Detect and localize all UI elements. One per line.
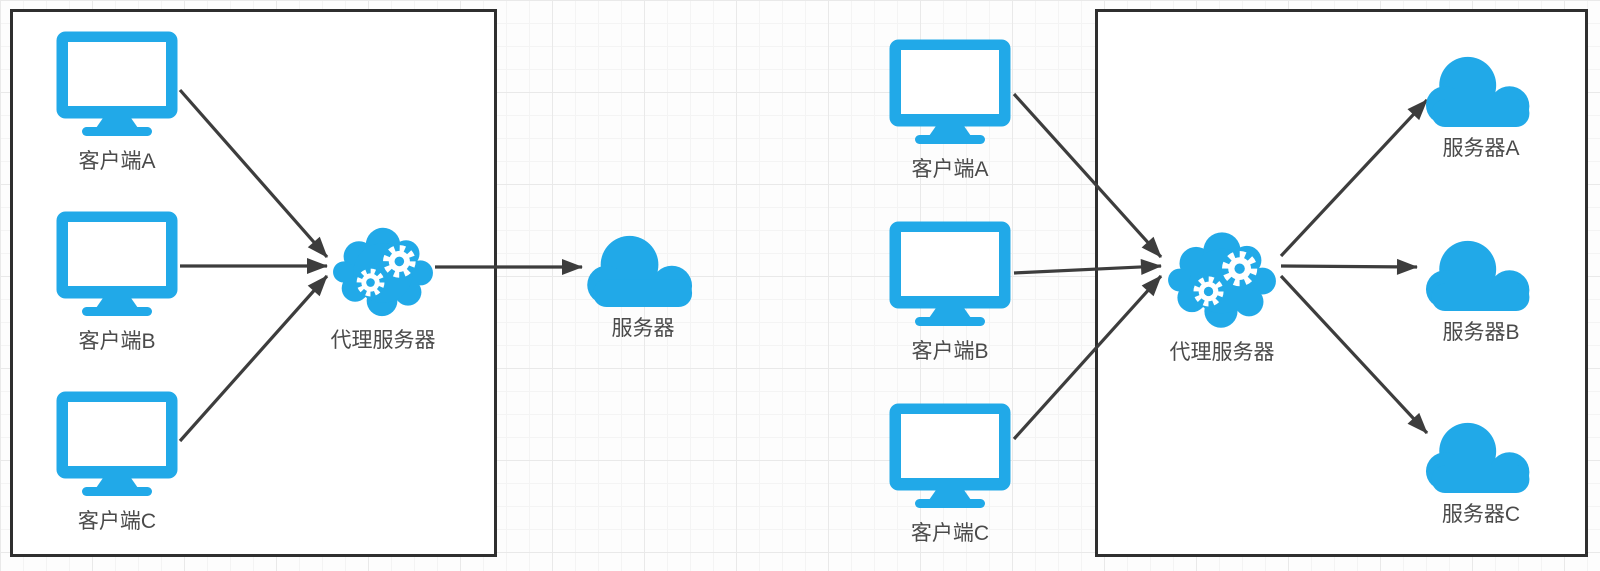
monitor-icon [888,220,1012,326]
monitor-icon [888,402,1012,508]
monitor-icon [55,30,179,136]
left-proxy-server-label: 代理服务器 [330,329,436,352]
left-client-a-node: 客户端A [55,30,179,175]
left-client-b-node: 客户端B [55,210,179,355]
right-client-a-node: 客户端A [888,38,1012,183]
left-proxy-server-node: 代理服务器 [330,222,436,354]
right-proxy-server-label: 代理服务器 [1169,341,1275,364]
monitor-icon [888,38,1012,144]
right-server-a-node: 服务器A [1424,54,1538,162]
right-server-c-label: 服务器C [1441,503,1521,526]
right-server-c-node: 服务器C [1424,420,1538,528]
cloud-icon [1424,54,1538,128]
monitor-icon [55,390,179,496]
cloud-with-gears-icon [1166,226,1278,332]
left-client-c-label: 客户端C [77,510,157,533]
right-client-b-label: 客户端B [911,340,989,363]
right-server-b-node: 服务器B [1424,238,1538,346]
right-server-b-label: 服务器B [1442,321,1520,344]
cloud-icon [1424,420,1538,494]
cloud-icon [585,233,701,308]
right-client-c-label: 客户端C [910,522,990,545]
right-client-c-node: 客户端C [888,402,1012,547]
left-client-b-label: 客户端B [78,330,156,353]
left-server-label: 服务器 [611,317,675,340]
right-client-b-node: 客户端B [888,220,1012,365]
right-proxy-server-node: 代理服务器 [1166,226,1278,366]
left-client-c-node: 客户端C [55,390,179,535]
left-client-a-label: 客户端A [78,150,156,173]
left-server-node: 服务器 [585,233,701,342]
right-client-a-label: 客户端A [911,158,989,181]
cloud-with-gears-icon [331,222,435,320]
cloud-icon [1424,238,1538,312]
right-server-a-label: 服务器A [1442,137,1520,160]
monitor-icon [55,210,179,316]
